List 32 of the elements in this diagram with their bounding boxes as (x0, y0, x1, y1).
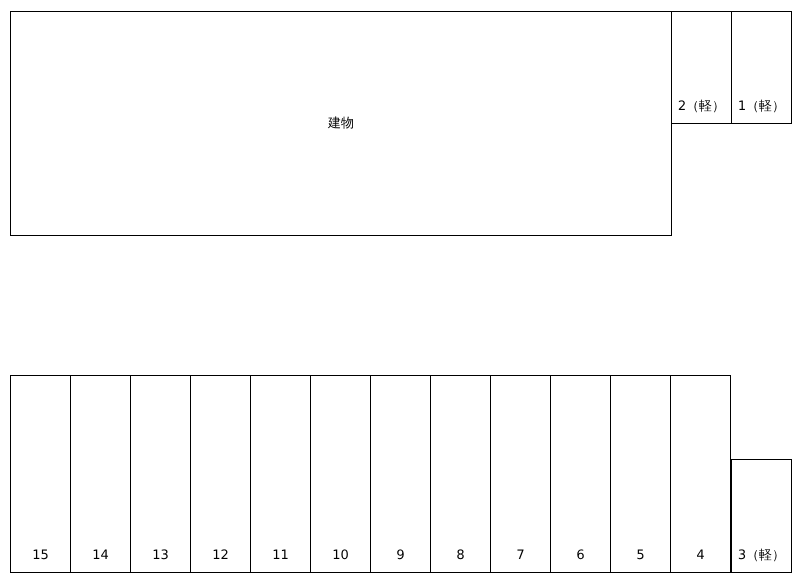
space-number: 14 (92, 548, 109, 564)
space-number: 1（軽） (738, 99, 786, 115)
parking-space (671, 11, 732, 124)
space-number: 10 (332, 548, 349, 564)
parking-space (250, 375, 311, 573)
space-number: 6 (576, 548, 585, 564)
parking-space (610, 375, 671, 573)
space-number: 15 (32, 548, 49, 564)
parking-space (430, 375, 491, 573)
space-number: 7 (516, 548, 525, 564)
parking-space (670, 375, 731, 573)
space-number: 2（軽） (678, 99, 726, 115)
space-number: 11 (272, 548, 289, 564)
building-area (10, 11, 672, 236)
space-number: 3（軽） (738, 548, 786, 564)
space-number: 13 (152, 548, 169, 564)
parking-space (731, 11, 792, 124)
parking-space (550, 375, 611, 573)
parking-space (490, 375, 551, 573)
space-number: 9 (396, 548, 405, 564)
parking-space (130, 375, 191, 573)
parking-space (370, 375, 431, 573)
parking-space (190, 375, 251, 573)
parking-space (310, 375, 371, 573)
building-label: 建物 (328, 116, 354, 132)
parking-space (70, 375, 131, 573)
parking-space (10, 375, 71, 573)
space-number: 4 (696, 548, 705, 564)
space-number: 5 (636, 548, 645, 564)
space-number: 12 (212, 548, 229, 564)
parking-space (731, 459, 792, 573)
space-number: 8 (456, 548, 465, 564)
